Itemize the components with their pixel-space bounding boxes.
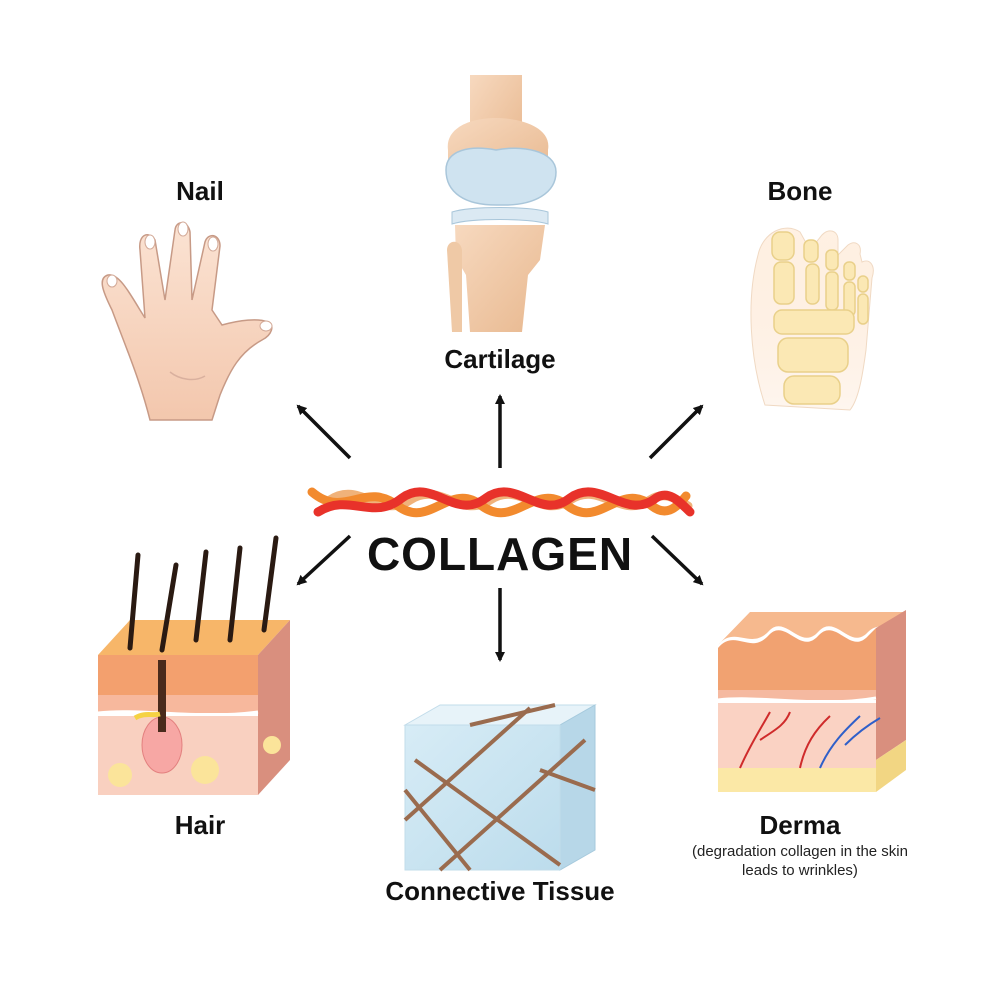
connective-tissue-cube-icon	[403, 703, 597, 872]
collagen-triple-helix-icon	[307, 487, 695, 518]
foot-bones-icon	[750, 227, 874, 411]
hand-icon	[101, 221, 273, 421]
hair-skin-icon	[97, 535, 290, 795]
arrow-to-bone	[648, 404, 704, 460]
label-derma: Derma	[759, 810, 841, 840]
arrow-to-derma	[650, 534, 704, 586]
arrow-to-hair	[296, 534, 352, 586]
label-bone: Bone	[767, 176, 833, 206]
knee-joint-icon	[445, 75, 557, 332]
label-nail: Nail	[176, 176, 224, 206]
derma-note-line1: (degradation collagen in the skin	[692, 843, 908, 860]
skin-layers-icon	[717, 610, 906, 792]
label-cartilage: Cartilage	[444, 344, 556, 374]
center-title: COLLAGEN	[366, 528, 634, 580]
arrow-to-nail	[296, 404, 352, 460]
label-hair: Hair	[174, 810, 226, 840]
label-connective-tissue: Connective Tissue	[385, 876, 615, 906]
derma-note: (degradation collagen in the skin leads …	[650, 842, 950, 880]
arrows	[296, 394, 704, 662]
derma-note-line2: leads to wrinkles)	[742, 862, 858, 879]
